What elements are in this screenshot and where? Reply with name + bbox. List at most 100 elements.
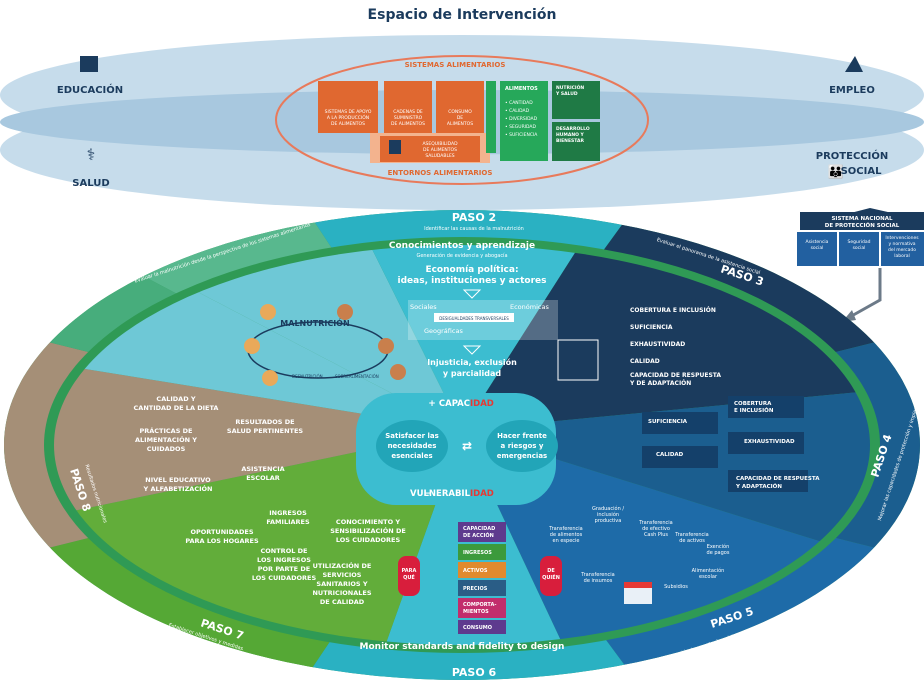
de-quien-2: QUIÉN <box>542 573 560 581</box>
afford-line-1: ASEQUIBILIDAD <box>422 141 458 147</box>
consumption-line-1: CONSUMO <box>448 109 472 115</box>
page-title: Espacio de Intervención <box>368 7 557 23</box>
q7-control-1: CONTROL DE <box>261 547 308 555</box>
support-line-3: DE ALIMENTOS <box>331 121 365 127</box>
q4-box-2 <box>728 396 804 418</box>
q4-cobertura-2: E INCLUSIÓN <box>734 407 774 414</box>
alimentos-title: ALIMENTOS <box>505 86 538 92</box>
chevron-down-icon-2 <box>462 345 482 355</box>
alimentos-item-1: • CANTIDAD <box>505 100 533 106</box>
paso2-sub: Identificar las causas de la malnutrició… <box>424 225 524 232</box>
injusticia-2: y parcialidad <box>443 369 502 378</box>
vulnerabilidad-b: IDAD <box>470 489 494 499</box>
worker-icon <box>845 56 863 72</box>
person-icon-4 <box>378 338 394 354</box>
q7-utilizacion-3: SANITARIOS Y <box>316 580 367 588</box>
q5-efectivo-1: Transferencia <box>638 520 672 526</box>
q6-bar-3 <box>458 562 506 578</box>
snps-col-3-line-1: Intervenciones <box>885 235 919 241</box>
desnutricion-label: DESNUTRICIÓN <box>292 374 323 379</box>
development-line-3: BIENESTAR <box>556 138 584 144</box>
q8-practicas-2: ALIMENTACIÓN Y <box>135 435 197 444</box>
q5-alimentacion-2: escolar <box>699 574 718 580</box>
q8-resultados-2: SALUD PERTINENTES <box>227 427 304 435</box>
q7-ingresos-2: FAMILIARES <box>266 518 310 526</box>
q3-item-2: SUFICIENCIA <box>630 324 673 331</box>
alimentos-item-5: • SUFICIENCIA <box>505 132 538 138</box>
supply-line-2: SUMINISTRO <box>394 115 423 121</box>
q6-capacidad-2: DE ACCIÓN <box>463 532 494 539</box>
person-icon-6 <box>390 364 406 380</box>
ring-monitor: Monitor standards and fidelity to design <box>360 642 565 652</box>
q8-practicas-3: CUIDADOS <box>147 445 186 453</box>
malnutrition-title: MALNUTRICIÓN <box>280 317 349 328</box>
development-line-2: HUMANO Y <box>556 132 585 138</box>
q8-list: CALIDAD Y CANTIDAD DE LA DIETA RESULTADO… <box>134 395 304 493</box>
q7-utilizacion-2: SERVICIOS <box>323 571 362 579</box>
snps-col-2 <box>839 232 879 266</box>
q5-activos-2: de activos <box>679 538 705 544</box>
q6-bar-2 <box>458 544 506 560</box>
q6-bar-5 <box>458 598 506 618</box>
q7-ingresos-1: INGRESOS <box>269 509 307 517</box>
q5-exencion-1: Exención <box>707 543 730 550</box>
plus-icon: + <box>428 399 436 409</box>
afford-line-2: DE ALIMENTOS <box>423 147 457 153</box>
food-systems: SISTEMAS ALIMENTARIOS SISTEMAS DE APOYO … <box>275 55 649 185</box>
alimentos-box <box>500 81 548 161</box>
q6-activos: ACTIVOS <box>463 568 488 574</box>
supply-line-1: CADENAS DE <box>393 109 423 115</box>
q5-alimentos-3: en especie <box>553 538 580 544</box>
q5-alimentos-1: Transferencia <box>548 526 582 532</box>
para-que-2: QUÉ <box>403 573 415 581</box>
q8-asistencia-2: ESCOLAR <box>246 474 280 482</box>
sector-salud: ⚕ SALUD <box>72 145 109 189</box>
q6-pathways: CAPACIDAD DE ACCIÓN INGRESOS ACTIVOS PRE… <box>398 522 562 634</box>
q5-alimentacion-1: Alimentación <box>692 567 725 574</box>
snps-col-2-line-2: social <box>853 245 866 251</box>
q6-precios: PRECIOS <box>463 586 488 592</box>
q5-instruments: Graduación / inclusión productiva Transf… <box>548 505 730 604</box>
q8-nivel-2: Y ALFABETIZACIÓN <box>142 484 212 493</box>
sociales-label: Sociales <box>410 303 437 311</box>
snps-col-3 <box>881 232 924 266</box>
person-icon-2 <box>337 304 353 320</box>
paso6-label: PASO 6 <box>452 666 497 679</box>
alimentos-item-3: • DIVERSIDAD <box>505 116 538 122</box>
caduceus-icon: ⚕ <box>87 145 96 164</box>
political-title-2: ideas, instituciones y actores <box>398 276 547 286</box>
injusticia-1: Injusticia, exclusión <box>427 357 517 367</box>
satisfacer-bubble <box>376 420 448 472</box>
q7-control-4: LOS CUIDADORES <box>252 574 317 582</box>
malnutrition-cycle: MALNUTRICIÓN DESNUTRICIÓN SOBREALIMENTAC… <box>244 304 406 386</box>
q4-cobertura-1: COBERTURA <box>734 401 772 407</box>
q8-nivel-1: NIVEL EDUCATIVO <box>145 476 211 484</box>
q6-bar-1 <box>458 522 506 542</box>
political-quadrant <box>370 245 580 430</box>
de-quien-1: DE <box>547 568 555 574</box>
q5-alimentos-2: de alimentos <box>550 532 583 538</box>
q7-utilizacion-4: NUTRICIONALES <box>312 589 371 597</box>
snps-col-1-line-2: social <box>811 245 824 251</box>
economicas-label: Económicas <box>510 303 549 311</box>
snps-col-2-line-1: Seguridad <box>848 239 871 245</box>
green-connector <box>486 81 496 153</box>
consumption-box <box>436 81 484 133</box>
support-systems-box <box>318 81 378 133</box>
school-icon <box>80 56 98 72</box>
political-title-1: Economía política: <box>425 265 518 275</box>
nutrition-line-1: NUTRICIÓN <box>556 84 584 91</box>
snps-title-bg <box>800 212 924 230</box>
q7-oportunidades-2: PARA LOS HOGARES <box>185 537 259 545</box>
consumption-line-3: ALIMENTOS <box>447 121 473 127</box>
snps-col-3-line-3: del mercado <box>888 247 916 253</box>
exchange-icon: ⇄ <box>462 439 472 453</box>
hacer-1: Hacer frente <box>497 432 547 440</box>
q5-graduacion-1: Graduación / <box>592 505 624 512</box>
shop-awning-icon <box>624 582 652 588</box>
inequality-bar <box>434 313 514 322</box>
q4-list: SUFICIENCIA COBERTURA E INCLUSIÓN CALIDA… <box>642 396 820 492</box>
support-line-2: A LA PRODUCCIÓN <box>327 114 369 121</box>
q8-calidad-1: CALIDAD Y <box>156 395 195 403</box>
q3-item-3: EXHAUSTIVIDAD <box>630 341 685 348</box>
